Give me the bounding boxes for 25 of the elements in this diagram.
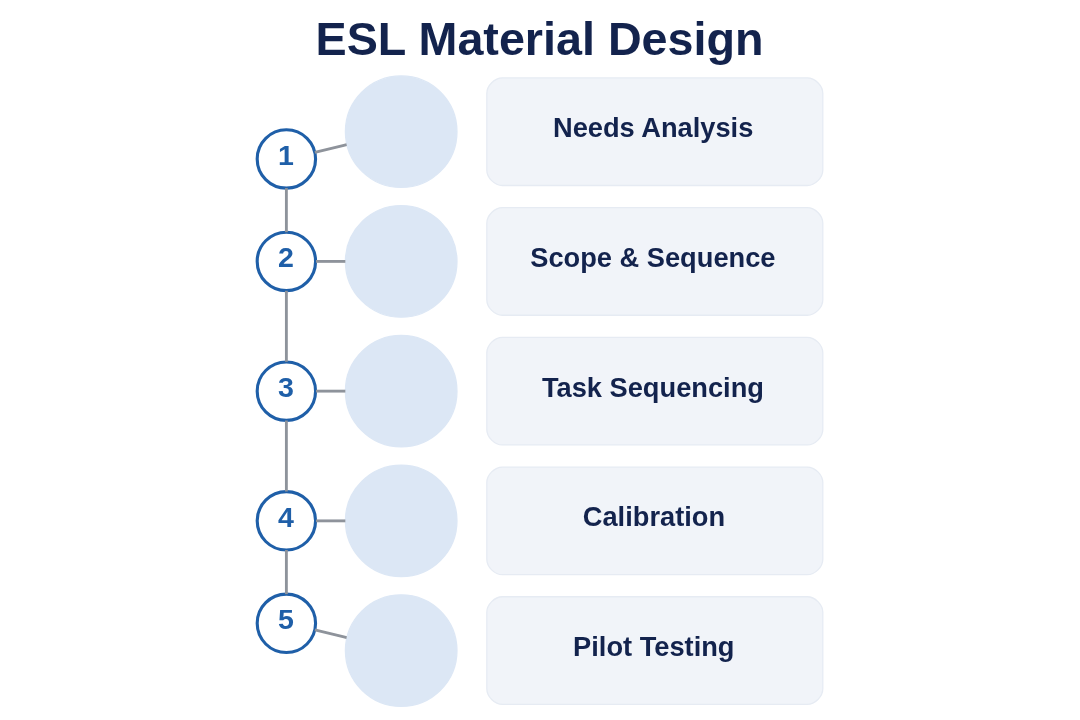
connector <box>284 290 288 362</box>
node-box: Task Sequencing <box>486 336 824 446</box>
connector <box>316 260 346 263</box>
node-box: Pilot Testing <box>486 596 824 706</box>
node-box: Calibration <box>486 466 824 576</box>
node-circle <box>344 204 458 318</box>
connector <box>316 519 346 523</box>
node-circle <box>344 334 458 448</box>
connector <box>284 188 288 233</box>
connector <box>284 550 288 595</box>
node-circle: 2 <box>255 230 318 293</box>
node-box: Scope & Sequence <box>486 206 824 316</box>
node-circle: 3 <box>255 360 318 422</box>
node-circle: 1 <box>255 128 318 190</box>
node-circle <box>344 594 458 708</box>
node-circle <box>344 464 458 578</box>
node-box: Needs Analysis <box>486 77 824 187</box>
node-circle: 4 <box>255 490 318 552</box>
connector <box>284 420 288 492</box>
node-circle <box>344 75 458 189</box>
diagram-title: ESL Material Design <box>315 12 764 65</box>
connector <box>314 143 347 154</box>
connector <box>316 389 346 393</box>
connector <box>314 628 347 640</box>
node-circle: 5 <box>255 592 318 655</box>
